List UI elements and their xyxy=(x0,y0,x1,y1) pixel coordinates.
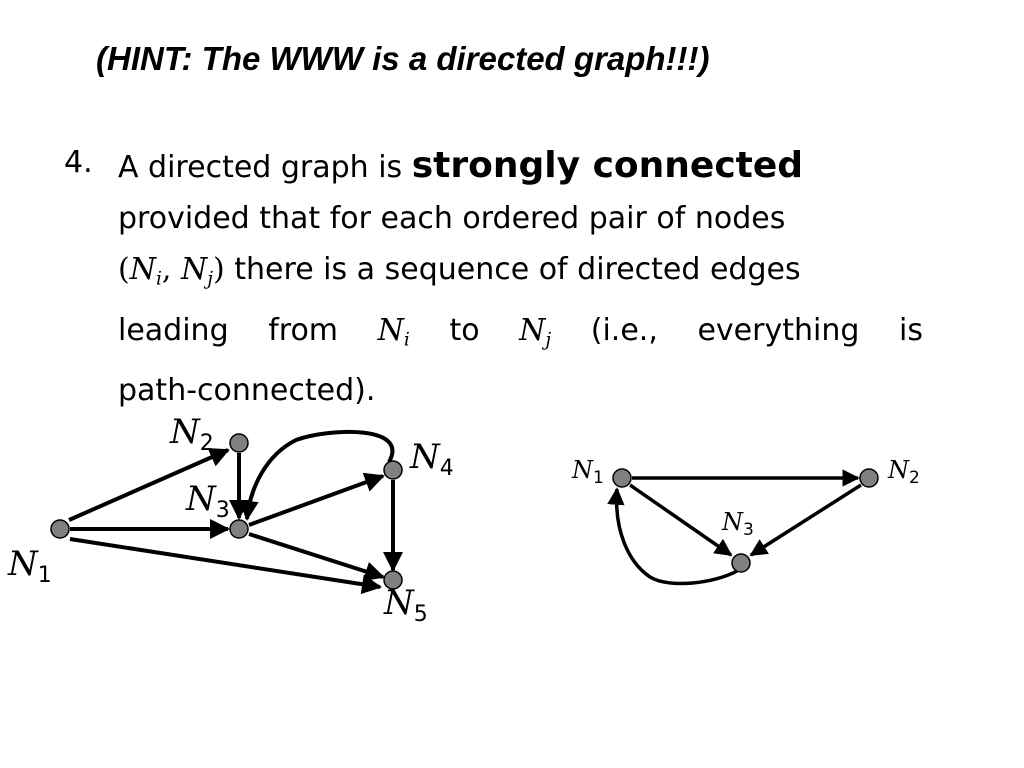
label-n2: N2 xyxy=(887,456,920,488)
pair-node-j: Nj xyxy=(181,252,214,290)
pair-open-paren: ( xyxy=(118,252,130,287)
definition-text: A directed graph is strongly connected p… xyxy=(118,140,923,416)
pair-node-i-subscript: i xyxy=(155,268,162,290)
right-graph xyxy=(607,469,862,586)
node-n3 xyxy=(229,519,249,539)
node-n2 xyxy=(859,468,879,488)
label-n1: N1 xyxy=(7,544,52,588)
edge-n3-n1 xyxy=(607,487,738,586)
edge-n3-n4 xyxy=(248,472,385,527)
edge-n3-n5 xyxy=(248,532,385,582)
word-from: from xyxy=(268,312,339,348)
edge-n4-n3 xyxy=(238,429,395,521)
word-to: to xyxy=(449,312,480,348)
right-graph-labels: N1 N2 N3 xyxy=(571,456,920,540)
pair-node-i-letter: N xyxy=(129,252,156,287)
path-node-j-subscript: j xyxy=(545,329,552,351)
left-graph-labels: N1 N2 N3 N4 N5 xyxy=(7,412,454,627)
word-ie: (i.e., xyxy=(590,312,658,348)
label-n4: N4 xyxy=(409,437,454,481)
definition-line-3-suffix: there is a sequence of directed edges xyxy=(234,252,801,287)
node-n5 xyxy=(383,570,403,590)
label-n2: N2 xyxy=(169,412,214,456)
edge-n1-n2 xyxy=(68,448,230,522)
pair-comma: , xyxy=(161,252,181,287)
definition-line-2: provided that for each ordered pair of n… xyxy=(118,201,786,236)
edge-n2-n3 xyxy=(749,483,862,557)
path-node-j: Nj xyxy=(519,312,552,351)
path-node-i: Ni xyxy=(377,312,410,351)
path-node-i-subscript: i xyxy=(403,329,410,351)
label-n5: N5 xyxy=(383,583,428,627)
left-graph xyxy=(68,429,403,595)
left-graph-nodes xyxy=(50,433,403,590)
path-node-i-letter: N xyxy=(377,312,404,348)
definition-line-1: A directed graph is strongly connected xyxy=(118,140,923,193)
label-n3: N3 xyxy=(185,479,230,523)
node-n1 xyxy=(50,519,70,539)
definition-line-3: (Ni, Nj) there is a sequence of directed… xyxy=(118,244,923,305)
pair-node-j-letter: N xyxy=(181,252,208,287)
label-n1: N1 xyxy=(571,456,604,488)
word-leading: leading xyxy=(118,312,229,348)
hint-title: (HINT: The WWW is a directed graph!!!) xyxy=(96,40,710,77)
pair-node-i: Ni xyxy=(129,252,162,290)
pair-node-j-subscript: j xyxy=(207,268,214,290)
node-n2 xyxy=(229,433,249,453)
word-everything: everything xyxy=(697,312,860,348)
list-number: 4. xyxy=(64,145,93,180)
edge-n1-n5 xyxy=(69,537,382,595)
definition-prefix: A directed graph is xyxy=(118,150,403,185)
strongly-connected-term: strongly connected xyxy=(411,145,804,186)
node-n1 xyxy=(612,468,632,488)
path-node-j-letter: N xyxy=(519,312,546,348)
edge-n1-n3 xyxy=(629,483,733,557)
definition-line-5: path-connected). xyxy=(118,373,376,409)
node-n4 xyxy=(383,460,403,480)
definition-line-4: leading from Ni to Nj (i.e., everything … xyxy=(118,305,923,366)
node-n3 xyxy=(731,553,751,573)
label-n3: N3 xyxy=(721,508,754,540)
word-is: is xyxy=(899,312,923,348)
right-graph-nodes xyxy=(612,468,879,573)
pair-close-paren: ) xyxy=(213,252,225,287)
